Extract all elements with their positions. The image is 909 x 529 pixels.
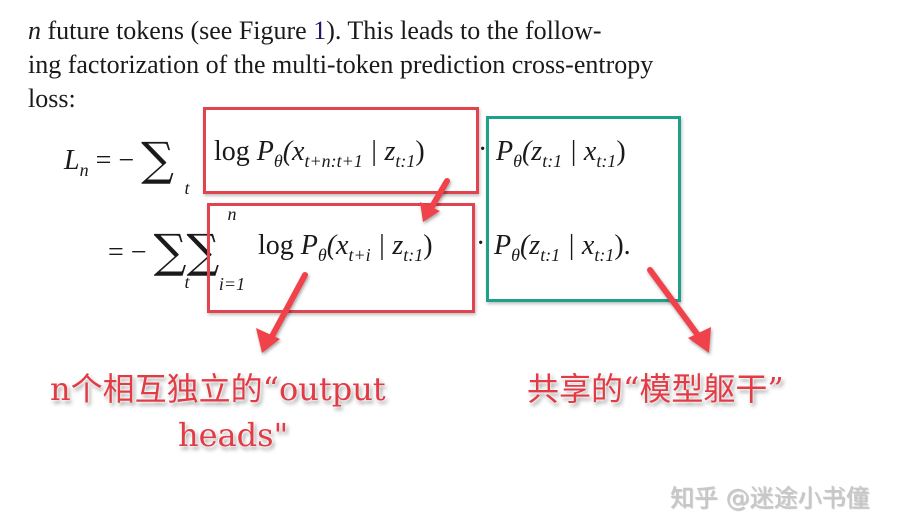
arrow-icon: [256, 272, 308, 353]
zhihu-watermark: 知乎 @迷途小书僮: [670, 484, 870, 512]
paper-paragraph: n future tokens (see Figure 1). This lea…: [28, 14, 718, 116]
arrow-icon: [420, 178, 450, 222]
inner-sum-superscript: n: [227, 204, 237, 224]
figure-reference-link[interactable]: 1: [313, 16, 327, 45]
inner-sum-symbol: ∑: [186, 224, 220, 278]
product-dot: ·: [476, 228, 486, 259]
sum-symbol: ∑: [141, 132, 175, 186]
equation-line-1: Ln = − ∑: [64, 132, 175, 186]
output-head-box-2: [207, 203, 475, 313]
paragraph-line-2: ing factorization of the multi-token pre…: [28, 50, 654, 79]
equation-line-2: = − ∑∑: [108, 224, 220, 278]
output-heads-label-line-1: n个相互独立的“output: [50, 370, 386, 408]
shared-trunk-label: 共享的“模型躯干”: [527, 370, 784, 408]
head-term-line-1: log Pθ(xt+n:t+1 | zt:1): [214, 136, 425, 171]
inner-sum-subscript: i=1: [218, 274, 246, 294]
outer-sum-subscript: t: [184, 272, 190, 292]
paragraph-line-1: n future tokens (see Figure 1). This lea…: [28, 16, 602, 45]
output-head-box-1: [203, 107, 479, 194]
shared-trunk-box: [486, 116, 681, 302]
sum-subscript: t: [184, 178, 190, 198]
arrow-icon: [647, 267, 711, 353]
paragraph-line-3: loss:: [28, 84, 76, 113]
head-term-line-2: log Pθ(xt+i | zt:1): [258, 230, 433, 265]
trunk-term-line-1: Pθ(zt:1 | xt:1): [496, 136, 626, 171]
output-heads-label-line-2: heads": [178, 416, 289, 454]
trunk-term-line-2: Pθ(zt:1 | xt:1).: [494, 230, 631, 265]
product-dot: ·: [478, 134, 488, 165]
sum-symbol: ∑: [153, 224, 187, 278]
